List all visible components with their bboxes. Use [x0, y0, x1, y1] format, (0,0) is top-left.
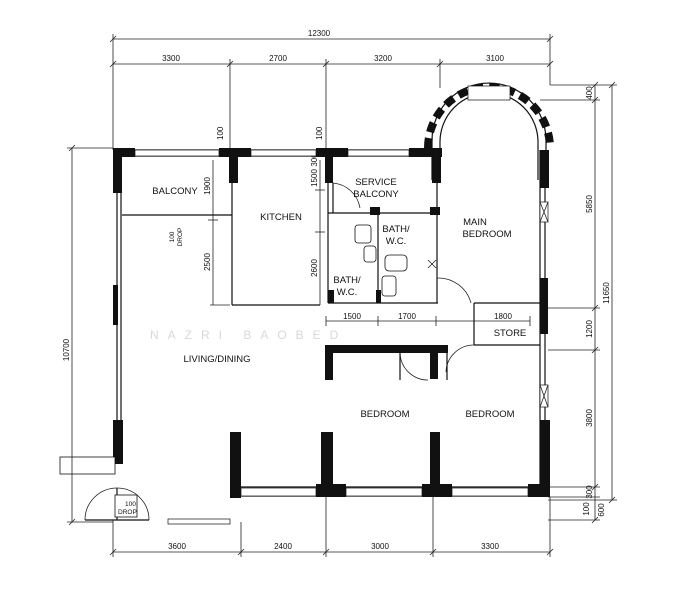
- dim-balcony-depth: 1900: [203, 177, 212, 195]
- dim-bottom-4: 3300: [481, 542, 499, 551]
- walls: [113, 148, 550, 498]
- dim-right-bottom-b: 100: [582, 502, 591, 516]
- dim-wall-1: 100: [216, 126, 225, 140]
- drop-note-1-b: DROP: [177, 228, 184, 247]
- dim-kitchen-upper: 1500: [310, 169, 319, 187]
- windows: [134, 149, 549, 525]
- dim-overall-height-left: 10700: [62, 338, 71, 361]
- dim-right-bottom-a: 300: [585, 485, 594, 499]
- dim-wall-2: 100: [315, 126, 324, 140]
- floor-drops: [114, 494, 138, 518]
- label-bath-1-line-1: BATH/: [382, 224, 410, 235]
- label-living-dining: LIVING/DINING: [183, 354, 250, 365]
- dim-kitchen-lower: 2600: [310, 259, 319, 277]
- dim-bottom-1: 3600: [168, 542, 186, 551]
- label-main-bedroom-2: BEDROOM: [462, 229, 511, 240]
- doors: [59, 182, 475, 521]
- label-service-balcony-1: SERVICE: [355, 177, 397, 188]
- dimension-lines: [67, 34, 617, 557]
- dim-right-upper: 5850: [585, 195, 594, 213]
- bay-window-arch: [424, 82, 554, 180]
- dim-living-upper: 2500: [203, 253, 212, 271]
- dim-right-mid: 1200: [585, 320, 594, 338]
- dim-bottom-2: 2400: [274, 542, 292, 551]
- dim-bottom-3: 3000: [371, 542, 389, 551]
- label-bath-2-line-1: BATH/: [333, 275, 361, 286]
- drop-note-1-a: 100: [169, 231, 176, 242]
- dim-right-lower: 3800: [585, 409, 594, 427]
- watermark: NAZRI BAOBED: [150, 328, 347, 342]
- label-kitchen: KITCHEN: [260, 212, 302, 223]
- label-bedroom-1: BEDROOM: [360, 409, 409, 420]
- drop-note-2-b: DROP: [118, 509, 137, 516]
- label-bath-1-line-2: W.C.: [386, 236, 407, 247]
- dim-store: 1800: [494, 312, 512, 321]
- label-main-bedroom-1: MAIN: [463, 217, 487, 228]
- dim-right-top: 400: [585, 86, 594, 100]
- drop-notes: 100 DROP 100 DROP: [118, 228, 184, 516]
- label-store: STORE: [494, 328, 527, 339]
- dim-top-4: 3100: [486, 54, 504, 63]
- dim-overall-width: 12300: [308, 29, 331, 38]
- dim-top-1: 3300: [162, 54, 180, 63]
- drop-note-2-a: 100: [125, 501, 136, 508]
- dim-bath-1: 1500: [343, 312, 361, 321]
- dim-top-2: 2700: [269, 54, 287, 63]
- dim-overall-height-right: 11650: [602, 282, 611, 304]
- dim-bath-2: 1700: [398, 312, 416, 321]
- label-balcony: BALCONY: [152, 186, 198, 197]
- room-labels: BALCONY KITCHEN SERVICE BALCONY BATH/ W.…: [152, 177, 526, 420]
- label-bedroom-2: BEDROOM: [465, 409, 514, 420]
- label-service-balcony-2: BALCONY: [353, 189, 399, 200]
- bath-fixtures: [354, 224, 437, 297]
- dimension-labels: 12300 3300 2700 3200 3100 100 100 3600 2…: [62, 29, 611, 551]
- label-bath-2-line-2: W.C.: [337, 287, 358, 298]
- dim-right-bottom-c: 600: [597, 503, 606, 517]
- dim-kitchen-wall: 300: [310, 153, 319, 167]
- dim-top-3: 3200: [374, 54, 392, 63]
